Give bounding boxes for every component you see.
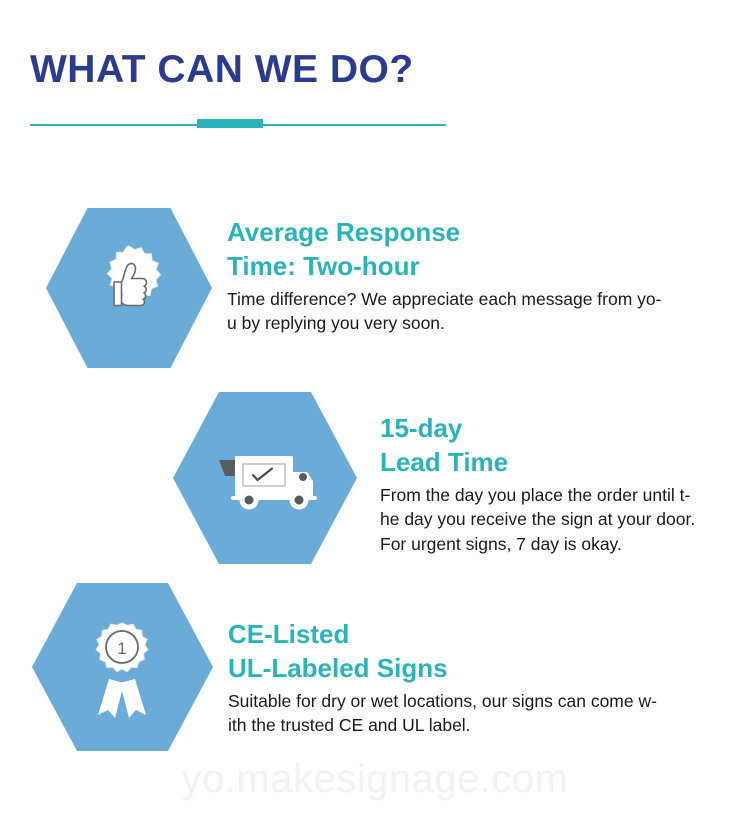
feature-body: From the day you place the order until t… <box>380 483 695 558</box>
feature-heading-line-2: Time: Two-hour <box>227 250 420 281</box>
delivery-truck-icon <box>173 392 357 564</box>
feature-heading-line-2: UL-Labeled Signs <box>228 652 448 683</box>
feature-body-line-2: ith the trusted CE and UL label. <box>228 715 471 736</box>
feature-body: Time difference? We appreciate each mess… <box>227 287 661 337</box>
feature-body-line-2: he day you receive the sign at your door… <box>380 509 696 530</box>
page-title: WHAT CAN WE DO? <box>30 48 414 91</box>
feature-heading-line-2: Lead Time <box>380 446 509 477</box>
award-ribbon-icon: 1 <box>32 583 213 751</box>
feature-body-line-3: For urgent signs, 7 day is okay. <box>380 534 622 555</box>
feature-body-line-1: Suitable for dry or wet locations, our s… <box>228 690 657 711</box>
feature-text-group: Average Response Time: Two-hour Time dif… <box>227 216 661 336</box>
feature-text-group: CE-Listed UL-Labeled Signs Suitable for … <box>228 618 657 738</box>
feature-body: Suitable for dry or wet locations, our s… <box>228 689 657 739</box>
feature-heading-line-1: CE-Listed <box>228 619 350 649</box>
divider-accent-bar <box>197 119 263 128</box>
site-watermark: yo.makesignage.com <box>181 757 569 801</box>
feature-body-line-2: u by replying you very soon. <box>227 313 445 334</box>
feature-heading-line-1: Average Response <box>227 217 461 247</box>
thumbs-up-badge-icon <box>46 208 212 368</box>
svg-text:1: 1 <box>117 639 126 658</box>
feature-body-line-1: From the day you place the order until t… <box>380 484 691 505</box>
feature-body-line-1: Time difference? We appreciate each mess… <box>227 288 662 309</box>
feature-heading-line-1: 15-day <box>380 413 463 443</box>
feature-text-group: 15-day Lead Time From the day you place … <box>380 412 695 557</box>
